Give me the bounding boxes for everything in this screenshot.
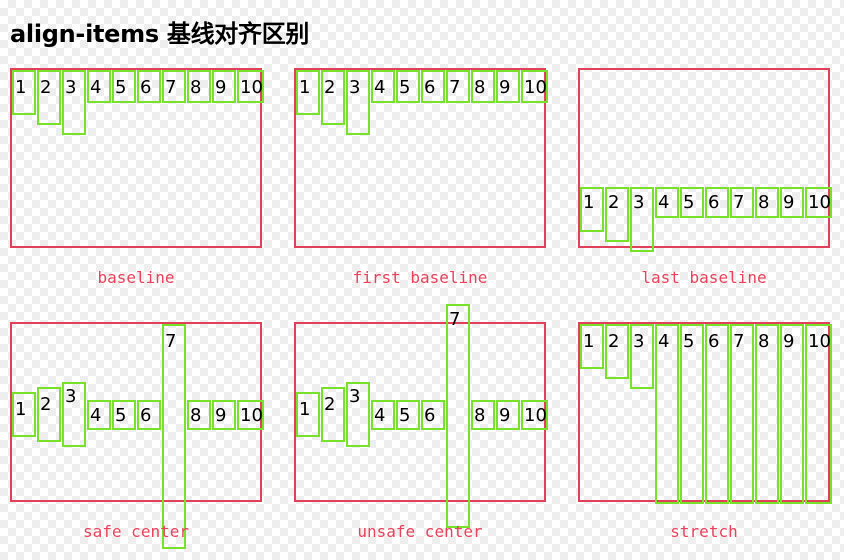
caption-unsafe-center: unsafe center (357, 522, 483, 541)
flex-item: 1 (296, 70, 320, 115)
flex-item: 6 (137, 70, 161, 103)
flex-item: 4 (655, 324, 679, 504)
flex-item: 7 (162, 70, 186, 103)
flex-item: 10 (521, 400, 548, 430)
flex-item: 10 (237, 70, 264, 103)
panel-baseline: 1 2 3 4 5 6 7 8 9 10 (10, 68, 264, 248)
flex-item: 10 (237, 400, 264, 430)
flex-item: 9 (780, 324, 804, 504)
flex-item: 1 (580, 187, 604, 232)
flex-item: 2 (37, 387, 61, 442)
flex-item: 5 (396, 70, 420, 103)
page-title: align-items 基线对齐区别 (10, 20, 310, 48)
flex-item: 9 (212, 400, 236, 430)
flex-item: 10 (521, 70, 548, 103)
flex-item: 10 (805, 324, 832, 504)
flex-item: 2 (605, 324, 629, 379)
flex-item: 2 (37, 70, 61, 125)
flex-item: 9 (496, 400, 520, 430)
flex-item: 5 (112, 400, 136, 430)
flex-item: 8 (471, 400, 495, 430)
flex-item: 6 (137, 400, 161, 430)
flex-item: 3 (346, 70, 370, 135)
flex-item: 3 (630, 324, 654, 389)
flex-item: 5 (680, 187, 704, 218)
flex-item: 7 (730, 187, 754, 218)
flex-item: 1 (580, 324, 604, 369)
flex-item: 3 (630, 187, 654, 252)
flex-item: 6 (705, 187, 729, 218)
caption-last-baseline: last baseline (641, 268, 767, 287)
caption-first-baseline: first baseline (352, 268, 488, 287)
flex-item: 1 (12, 70, 36, 115)
flex-item: 9 (496, 70, 520, 103)
panel-last-baseline: 1 2 3 4 5 6 7 8 9 10 (578, 68, 832, 252)
flex-item: 4 (655, 187, 679, 218)
flex-item: 5 (680, 324, 704, 504)
panel-first-baseline: 1 2 3 4 5 6 7 8 9 10 (294, 68, 548, 248)
flex-item: 5 (112, 70, 136, 103)
flex-item: 1 (12, 392, 36, 437)
flex-item: 2 (321, 387, 345, 442)
flex-item: 3 (62, 382, 86, 447)
flex-item: 8 (755, 187, 779, 218)
flex-item: 8 (755, 324, 779, 504)
flex-item: 4 (371, 400, 395, 430)
caption-baseline: baseline (97, 268, 175, 287)
flex-item: 5 (396, 400, 420, 430)
flex-item: 9 (212, 70, 236, 103)
flex-item: 3 (346, 382, 370, 447)
flex-item: 4 (87, 70, 111, 103)
flex-item: 1 (296, 392, 320, 437)
flex-item: 2 (605, 187, 629, 242)
flex-item: 8 (187, 400, 211, 430)
flex-item: 7 (730, 324, 754, 504)
flex-item: 8 (471, 70, 495, 103)
flex-item: 7 (446, 304, 470, 528)
flex-item: 8 (187, 70, 211, 103)
flex-item: 4 (87, 400, 111, 430)
flex-item: 6 (421, 70, 445, 103)
flex-item: 6 (421, 400, 445, 430)
caption-stretch: stretch (670, 522, 738, 541)
panel-unsafe-center: 1 2 3 4 5 6 7 8 9 10 (294, 304, 548, 528)
flex-item: 4 (371, 70, 395, 103)
flex-item: 10 (805, 187, 832, 218)
flex-item: 7 (446, 70, 470, 103)
panel-stretch: 1 2 3 4 5 6 7 8 9 10 (578, 322, 832, 504)
panel-safe-center: 1 2 3 4 5 6 7 8 9 10 (10, 322, 264, 549)
caption-safe-center: safe center (83, 522, 189, 541)
flex-item: 9 (780, 187, 804, 218)
flex-item: 3 (62, 70, 86, 135)
flex-item: 2 (321, 70, 345, 125)
flex-item: 7 (162, 324, 186, 549)
flex-item: 6 (705, 324, 729, 504)
